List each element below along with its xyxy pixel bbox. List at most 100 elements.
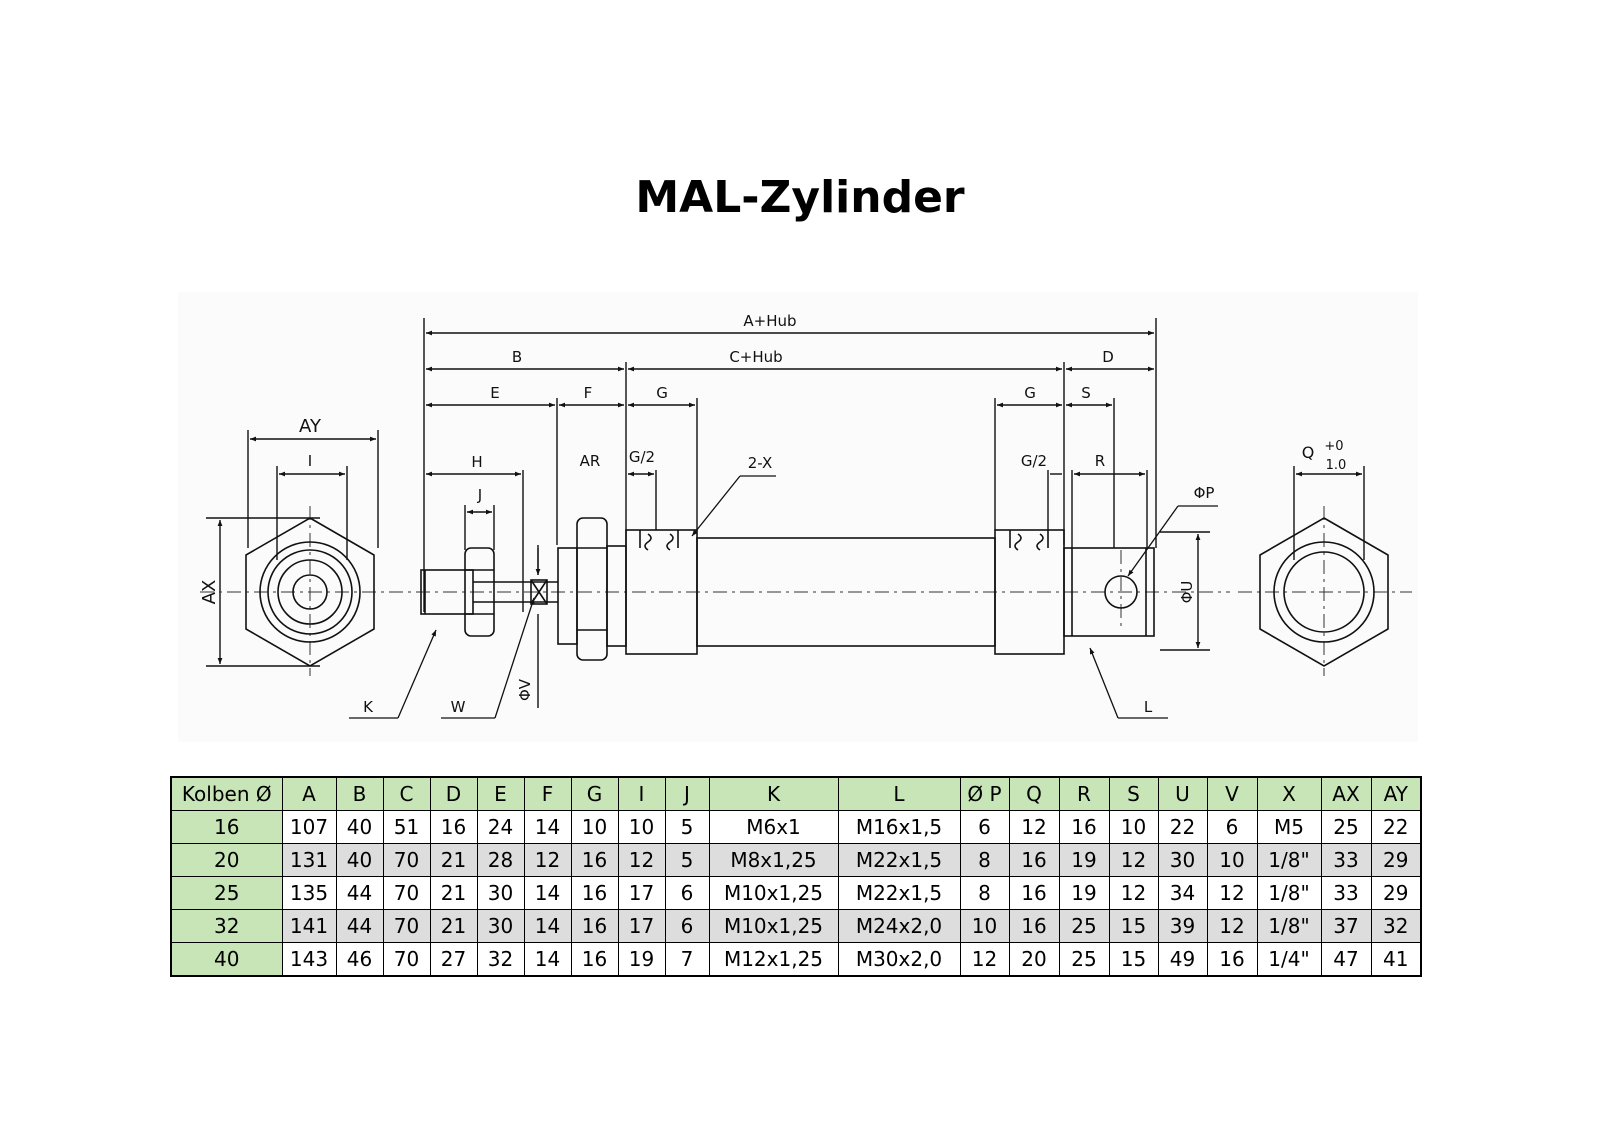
- table-cell: 19: [1058, 843, 1110, 877]
- column-header: E: [476, 776, 525, 811]
- column-header: I: [617, 776, 666, 811]
- table-cell: 107: [281, 810, 337, 844]
- table-cell: 7: [664, 942, 710, 977]
- table-cell: 28: [476, 843, 525, 877]
- label-d: D: [1102, 348, 1114, 366]
- table-cell: 6: [959, 810, 1010, 844]
- table-cell: 143: [281, 942, 337, 977]
- table-cell: M16x1,5: [837, 810, 961, 844]
- table-cell: 17: [617, 909, 666, 943]
- column-header: L: [837, 776, 961, 811]
- table-cell: 22: [1370, 810, 1422, 844]
- table-cell: 29: [1370, 876, 1422, 910]
- table-cell: 12: [523, 843, 572, 877]
- piston-diameter-cell: 20: [170, 843, 283, 877]
- label-g-right: G: [1024, 384, 1036, 402]
- table-cell: 44: [335, 909, 384, 943]
- table-cell: 12: [1108, 876, 1159, 910]
- label-2x: 2-X: [748, 454, 773, 472]
- label-phi-v: ΦV: [516, 678, 534, 701]
- label-phi-p: ΦP: [1194, 484, 1215, 502]
- table-cell: 19: [617, 942, 666, 977]
- label-r: R: [1095, 452, 1105, 470]
- table-cell: 12: [959, 942, 1010, 977]
- table-cell: 21: [429, 843, 478, 877]
- table-cell: 16: [570, 876, 619, 910]
- table-cell: 70: [382, 843, 431, 877]
- table-cell: 12: [617, 843, 666, 877]
- table-cell: 21: [429, 909, 478, 943]
- table-cell: 15: [1108, 942, 1159, 977]
- table-cell: 14: [523, 876, 572, 910]
- label-c-hub: C+Hub: [729, 348, 782, 366]
- table-cell: 70: [382, 909, 431, 943]
- label-ay: AY: [299, 416, 322, 437]
- table-cell: 46: [335, 942, 384, 977]
- table-cell: 33: [1320, 876, 1372, 910]
- table-cell: 32: [1370, 909, 1422, 943]
- label-g2-left: G/2: [629, 448, 655, 466]
- label-h: H: [471, 453, 482, 471]
- column-header: B: [335, 776, 384, 811]
- table-cell: 16: [570, 843, 619, 877]
- table-cell: 8: [959, 876, 1010, 910]
- table-cell: 10: [1108, 810, 1159, 844]
- column-header: C: [382, 776, 431, 811]
- column-header: D: [429, 776, 478, 811]
- column-header: X: [1256, 776, 1322, 811]
- column-header: Q: [1008, 776, 1060, 811]
- table-cell: M22x1,5: [837, 876, 961, 910]
- table-cell: 25: [1320, 810, 1372, 844]
- table-cell: M6x1: [708, 810, 839, 844]
- label-g-left: G: [656, 384, 668, 402]
- table-cell: 70: [382, 942, 431, 977]
- label-g2-right: G/2: [1021, 452, 1047, 470]
- label-q: Q: [1302, 443, 1315, 462]
- label-k: K: [363, 698, 374, 716]
- table-cell: 1/4": [1256, 942, 1322, 977]
- label-w: W: [451, 698, 466, 716]
- table-cell: 40: [335, 843, 384, 877]
- table-cell: 12: [1008, 810, 1060, 844]
- table-cell: 30: [476, 909, 525, 943]
- column-header: J: [664, 776, 710, 811]
- table-cell: 10: [570, 810, 619, 844]
- table-cell: 6: [664, 876, 710, 910]
- column-header: Kolben Ø: [170, 776, 283, 811]
- table-cell: 16: [570, 942, 619, 977]
- label-a-hub: A+Hub: [743, 312, 796, 330]
- table-cell: 141: [281, 909, 337, 943]
- table-cell: 14: [523, 909, 572, 943]
- column-header: AX: [1320, 776, 1372, 811]
- table-cell: 32: [476, 942, 525, 977]
- table-cell: 10: [1206, 843, 1258, 877]
- label-ar: AR: [580, 452, 601, 470]
- table-cell: 16: [1008, 843, 1060, 877]
- table-cell: 24: [476, 810, 525, 844]
- table-cell: 5: [664, 843, 710, 877]
- column-header: S: [1108, 776, 1159, 811]
- table-cell: 33: [1320, 843, 1372, 877]
- table-cell: 10: [617, 810, 666, 844]
- table-cell: M12x1,25: [708, 942, 839, 977]
- column-header: U: [1157, 776, 1208, 811]
- table-cell: 14: [523, 942, 572, 977]
- table-cell: 17: [617, 876, 666, 910]
- column-header: R: [1058, 776, 1110, 811]
- table-cell: M10x1,25: [708, 876, 839, 910]
- table-cell: 6: [664, 909, 710, 943]
- piston-diameter-cell: 32: [170, 909, 283, 943]
- page-title: MAL-Zylinder: [635, 172, 965, 223]
- table-cell: 29: [1370, 843, 1422, 877]
- table-cell: 25: [1058, 942, 1110, 977]
- table-cell: M8x1,25: [708, 843, 839, 877]
- table-cell: M22x1,5: [837, 843, 961, 877]
- table-cell: 51: [382, 810, 431, 844]
- label-s: S: [1081, 384, 1091, 402]
- table-cell: 47: [1320, 942, 1372, 977]
- table-cell: 44: [335, 876, 384, 910]
- piston-diameter-cell: 40: [170, 942, 283, 977]
